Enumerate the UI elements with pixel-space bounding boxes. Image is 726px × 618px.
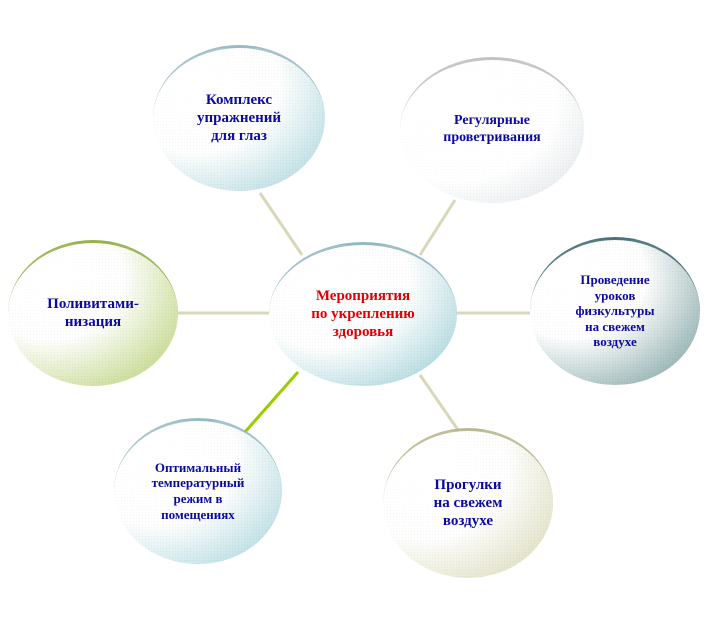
node-regular-airing: Регулярные проветривания (400, 57, 584, 203)
connector-temp (243, 371, 300, 433)
node-line: на свежем (433, 495, 503, 511)
node-outdoor-walks: Прогулки на свежем воздухе (383, 428, 553, 578)
node-regular-airing-label: Регулярные проветривания (443, 113, 540, 147)
node-eye-exercises-label: Комплекс упражнений для глаз (197, 91, 281, 145)
node-line: Поливитами- (47, 296, 139, 312)
connector-air (418, 199, 457, 256)
node-line: помещениях (161, 506, 235, 522)
node-line: температурный (151, 475, 245, 491)
node-multivitamins-label: Поливитами- низация (47, 295, 139, 331)
node-line: Комплекс (205, 92, 273, 108)
node-line: на свежем (585, 318, 645, 334)
node-line: Мероприятия (315, 288, 411, 304)
node-temperature-regime: Оптимальный температурный режим в помеще… (114, 418, 282, 564)
node-line: физкультуры (575, 303, 655, 319)
node-line: низация (64, 314, 122, 330)
node-line: Регулярные (453, 113, 530, 129)
node-line: по укреплению (311, 306, 415, 322)
node-eye-exercises: Комплекс упражнений для глаз (153, 45, 325, 191)
node-temperature-regime-label: Оптимальный температурный режим в помеще… (152, 460, 245, 522)
node-line: воздухе (442, 513, 494, 529)
node-multivitamins: Поливитами- низация (8, 240, 178, 386)
node-line: для глаз (211, 128, 267, 144)
node-line: Проведение (580, 272, 650, 288)
node-line: воздухе (593, 334, 637, 350)
node-line: уроков (594, 287, 636, 303)
node-line: упражнений (196, 110, 282, 126)
connector-eye (258, 192, 304, 256)
node-outdoor-walks-label: Прогулки на свежем воздухе (434, 476, 503, 530)
node-center-label: Мероприятия по укреплению здоровья (311, 287, 415, 341)
node-center-health-measures: Мероприятия по укреплению здоровья (269, 242, 457, 386)
node-line: Оптимальный (154, 459, 242, 475)
node-outdoor-pe-label: Проведение уроков физкультуры на свежем … (576, 272, 655, 350)
node-line: режим в (173, 491, 223, 506)
node-outdoor-pe: Проведение уроков физкультуры на свежем … (530, 237, 700, 385)
node-line: проветривания (443, 130, 541, 145)
connector-walk (418, 374, 460, 431)
node-line: здоровья (332, 324, 394, 340)
node-line: Прогулки (434, 477, 502, 493)
